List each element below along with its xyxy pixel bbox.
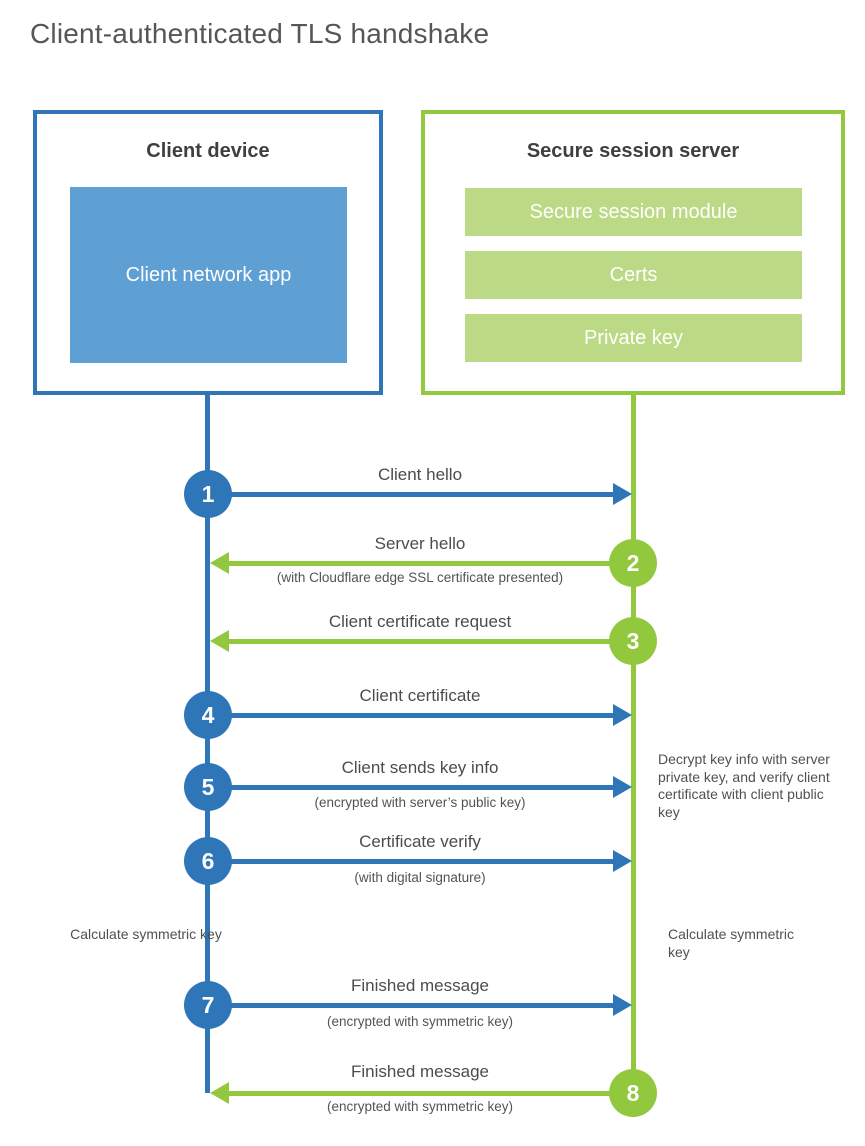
step-2-label: Server hello [374, 534, 466, 553]
step-7-arrowhead-icon [613, 994, 632, 1016]
step-3-circle: 3 [609, 617, 657, 665]
step-3-label: Client certificate request [328, 612, 512, 631]
client-lifeline [205, 394, 210, 1093]
step-8-sublabel: (encrypted with symmetric key) [326, 1099, 514, 1114]
step-4-circle: 4 [184, 691, 232, 739]
step-1-circle: 1 [184, 470, 232, 518]
client-device-title: Client device [146, 140, 270, 162]
step-6-arrow [210, 858, 614, 864]
step-7-circle: 7 [184, 981, 232, 1029]
step-7-sublabel: (encrypted with symmetric key) [326, 1014, 514, 1029]
client-network-app-box: Client network app [70, 187, 347, 363]
step-8-arrowhead-icon [210, 1082, 229, 1104]
step-2-sublabel: (with Cloudflare edge SSL certificate pr… [276, 570, 564, 585]
step-5-circle: 5 [184, 763, 232, 811]
step-5-arrow [210, 784, 614, 790]
client-network-app-label: Client network app [125, 263, 292, 286]
step-7-arrow [210, 1002, 614, 1008]
step-5-sublabel: (encrypted with server’s public key) [314, 795, 526, 810]
step-3-arrow [229, 638, 633, 644]
step-7-label: Finished message [351, 976, 489, 995]
note-calculate-symmetric-key-client: Calculate symmetric key [70, 926, 222, 942]
step-2-arrowhead-icon [210, 552, 229, 574]
step-8-label: Finished message [351, 1062, 489, 1081]
note-decrypt-key-info: Decrypt key info with server private key… [658, 751, 830, 820]
step-1-arrow [210, 491, 614, 497]
step-8-arrow [229, 1090, 633, 1096]
server-module-certs: Certs [465, 251, 802, 299]
step-4-label: Client certificate [359, 686, 481, 705]
step-1-label: Client hello [377, 465, 463, 484]
step-6-label: Certificate verify [359, 832, 481, 851]
server-module-private-key: Private key [465, 314, 802, 362]
step-2-arrow [229, 560, 633, 566]
step-1-arrowhead-icon [613, 483, 632, 505]
step-6-arrowhead-icon [613, 850, 632, 872]
secure-session-server-title: Secure session server [526, 140, 740, 162]
page-title: Client-authenticated TLS handshake [30, 18, 490, 49]
note-calculate-symmetric-key-server: Calculate symmetric key [668, 926, 795, 960]
step-4-arrowhead-icon [613, 704, 632, 726]
step-2-circle: 2 [609, 539, 657, 587]
step-5-arrowhead-icon [613, 776, 632, 798]
step-6-circle: 6 [184, 837, 232, 885]
step-5-label: Client sends key info [341, 758, 499, 777]
step-6-sublabel: (with digital signature) [354, 870, 486, 885]
server-lifeline [631, 394, 636, 1093]
step-4-arrow [210, 712, 614, 718]
step-8-circle: 8 [609, 1069, 657, 1117]
step-3-arrowhead-icon [210, 630, 229, 652]
server-module-secure-session-module: Secure session module [465, 188, 802, 236]
